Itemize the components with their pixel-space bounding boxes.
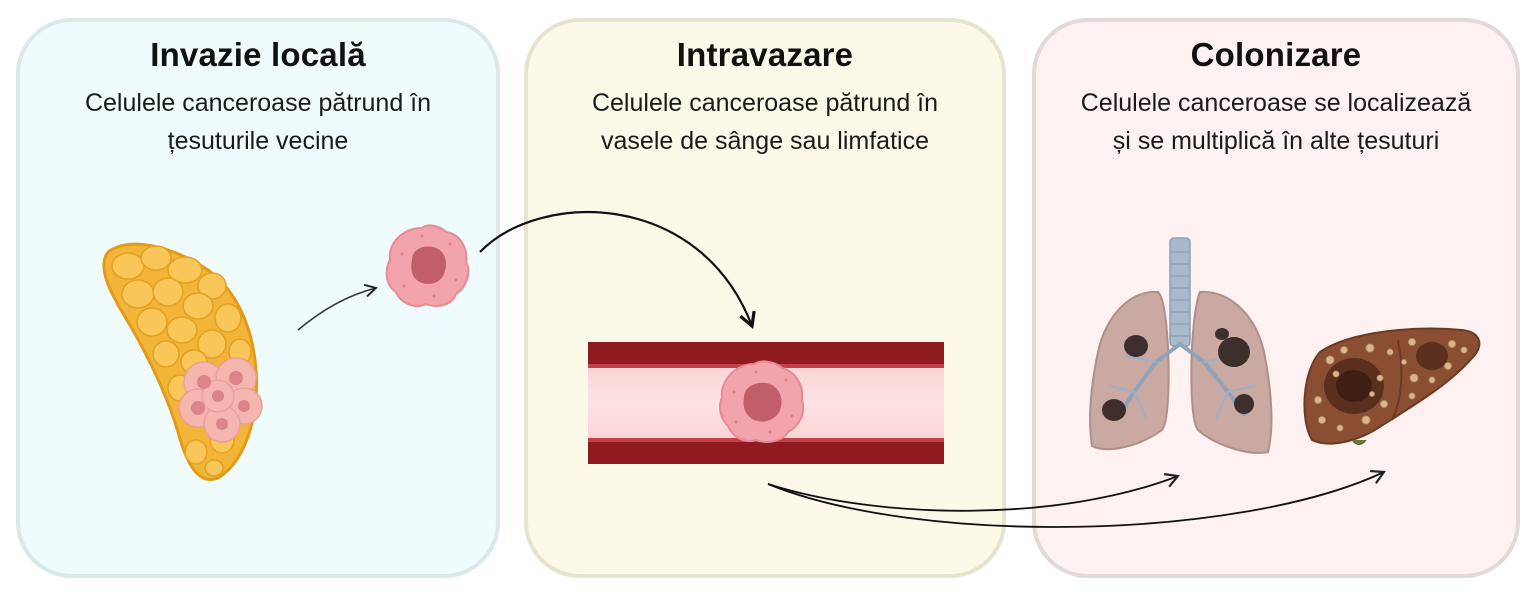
panel-description: Celulele canceroase se localizează și se… (1046, 84, 1506, 160)
panel-description: Celulele canceroase pătrund în țesuturil… (30, 84, 486, 160)
description-line: vasele de sânge sau limfatice (601, 127, 929, 155)
panel-title: Intravazare (676, 36, 854, 73)
description-line: Celulele canceroase pătrund în (591, 89, 939, 117)
panel-description: Celulele canceroase pătrund în vasele de… (538, 84, 992, 160)
panel-local-invasion: Invazie locală Celulele canceroase pătru… (16, 18, 500, 578)
description-line: țesuturile vecine (167, 127, 349, 155)
panel-intravasation: Intravazare Celulele canceroase pătrund … (524, 18, 1006, 578)
description-line: Celulele canceroase se localizează (1080, 89, 1472, 117)
panel-title: Colonizare (1190, 36, 1362, 73)
panel-title: Invazie locală (150, 36, 366, 73)
panel-colonization: Colonizare Celulele canceroase se locali… (1032, 18, 1520, 578)
description-line: Celulele canceroase pătrund în (84, 89, 432, 117)
description-line: și se multiplică în alte țesuturi (1112, 127, 1440, 155)
